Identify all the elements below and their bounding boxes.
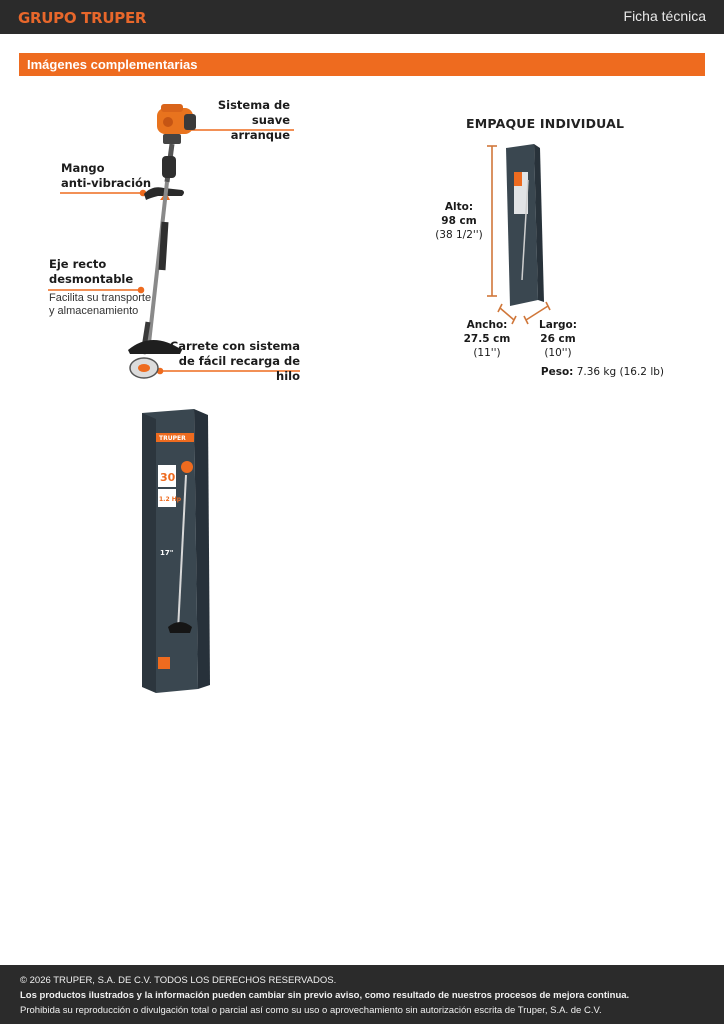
length-metric: 26 cm	[540, 333, 576, 345]
box-brand: TRUPER	[159, 435, 186, 442]
package-dimensions: EMPAQUE INDIVIDUAL Alto: 98 cm (38 1/2''…	[430, 110, 700, 390]
box-cut: 17"	[160, 549, 173, 557]
height-label: Alto:	[444, 201, 474, 213]
weight-label: Peso:	[540, 366, 574, 378]
length-label: Largo:	[539, 319, 577, 331]
callout-soft-start: Sistema de suave arranque	[190, 98, 290, 143]
package-box-illustration: TRUPER 30 1.2 Hp 17"	[142, 409, 210, 693]
height-imperial: (38 1/2'')	[435, 229, 483, 241]
callout-handle-text: Mango anti-vibración	[61, 161, 152, 190]
package-heading: EMPAQUE INDIVIDUAL	[466, 116, 625, 131]
callout-handle: Mango anti-vibración	[61, 161, 161, 191]
package-weight: Peso: 7.36 kg (16.2 lb)	[541, 366, 664, 378]
callout-shaft-title: Eje recto desmontable	[49, 257, 134, 286]
package-illustration	[487, 144, 551, 325]
footer-notice: Los productos ilustrados y la informació…	[20, 990, 630, 1001]
page-footer: © 2026 TRUPER, S.A. DE C.V. TODOS LOS DE…	[0, 965, 724, 1024]
height-dimension: Alto: 98 cm (38 1/2'')	[430, 200, 488, 242]
sheet-title: Ficha técnica	[623, 8, 706, 24]
engine-icon	[157, 104, 196, 144]
brand-logo[interactable]: GRUPO TRUPER	[18, 9, 147, 27]
product-diagram: Sistema de suave arranque Mango anti-vib…	[40, 92, 320, 392]
footer-prohibition: Prohibida su reproducción o divulgación …	[20, 1005, 602, 1016]
trimmer-illustration	[48, 104, 300, 379]
height-metric: 98 cm	[441, 215, 477, 227]
footer-copyright: © 2026 TRUPER, S.A. DE C.V. TODOS LOS DE…	[20, 975, 337, 986]
weight-value: 7.36 kg (16.2 lb)	[576, 366, 664, 378]
callout-shaft-description: Facilita su transporte y almacenamiento	[49, 292, 152, 317]
callout-soft-start-text: Sistema de suave arranque	[217, 98, 290, 142]
section-bar: Imágenes complementarias	[19, 53, 705, 76]
box-cc: 30	[160, 471, 176, 484]
section-title: Imágenes complementarias	[27, 57, 198, 72]
width-metric: 27.5 cm	[463, 333, 511, 345]
box-hp: 1.2 Hp	[159, 496, 182, 503]
width-imperial: (11'')	[473, 347, 501, 359]
length-dimension: Largo: 26 cm (10'')	[528, 318, 588, 360]
top-header: GRUPO TRUPER Ficha técnica	[0, 0, 724, 34]
callout-spool-text: Carrete con sistema de fácil recarga de …	[169, 339, 300, 383]
product-box-image: TRUPER 30 1.2 Hp 17"	[138, 405, 213, 697]
width-label: Ancho:	[466, 319, 508, 331]
callout-shaft: Eje recto desmontable	[49, 257, 159, 287]
width-dimension: Ancho: 27.5 cm (11'')	[458, 318, 516, 360]
length-imperial: (10'')	[544, 347, 572, 359]
callout-spool: Carrete con sistema de fácil recarga de …	[166, 339, 300, 384]
